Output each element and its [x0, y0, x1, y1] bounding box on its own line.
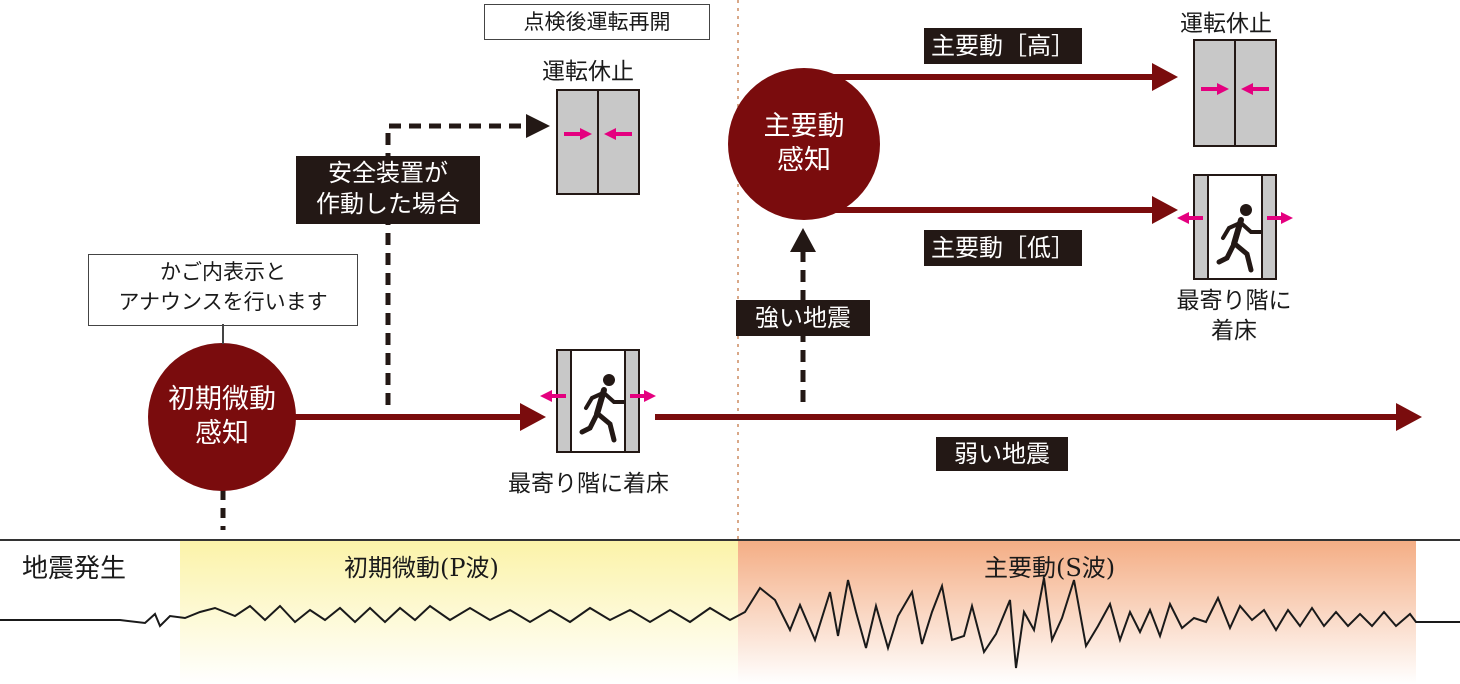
initial-detect-circle: 初期微動 感知 — [148, 343, 296, 491]
weak-quake-arrowhead — [1396, 403, 1422, 431]
main-low-arrowhead — [1152, 196, 1178, 224]
p-wave-label: 初期微動(P波) — [344, 554, 499, 582]
s-wave-band — [738, 540, 1416, 684]
safety-dashed-arrowhead — [526, 114, 550, 138]
resume-note: 点検後運転再開 — [484, 4, 710, 40]
stop-label-2: 運転休止 — [1180, 11, 1272, 37]
main-flow-arrowhead-1 — [520, 403, 546, 431]
elevator-open-exit-icon-2 — [1177, 174, 1293, 280]
strong-quake-label: 強い地震 — [736, 300, 870, 336]
main-high-arrowhead — [1152, 63, 1178, 91]
safety-device-label: 安全装置が 作動した場合 — [296, 156, 480, 224]
nearest-floor-label-2: 最寄り階に 着床 — [1176, 288, 1292, 344]
s-wave-label: 主要動(S波) — [984, 554, 1116, 582]
seismic-waveform — [0, 577, 1460, 669]
announce-note: かご内表示と アナウンスを行います — [88, 254, 358, 326]
stop-label-1: 運転休止 — [542, 59, 634, 85]
elevator-closed-icon — [556, 89, 640, 195]
main-low-label: 主要動［低］ — [924, 230, 1082, 266]
elevator-open-exit-icon — [540, 349, 656, 453]
weak-quake-label: 弱い地震 — [936, 437, 1068, 471]
elevator-closed-icon-2 — [1193, 39, 1277, 147]
announce-connector — [222, 324, 224, 344]
running-person-icon-2 — [1216, 204, 1263, 273]
main-high-label: 主要動［高］ — [924, 28, 1082, 64]
running-person-icon — [579, 374, 626, 443]
earthquake-start-label: 地震発生 — [22, 554, 127, 584]
nearest-floor-label: 最寄り階に着床 — [508, 471, 669, 497]
strong-quake-arrowhead — [790, 228, 816, 252]
main-detect-circle: 主要動 感知 — [728, 68, 880, 220]
